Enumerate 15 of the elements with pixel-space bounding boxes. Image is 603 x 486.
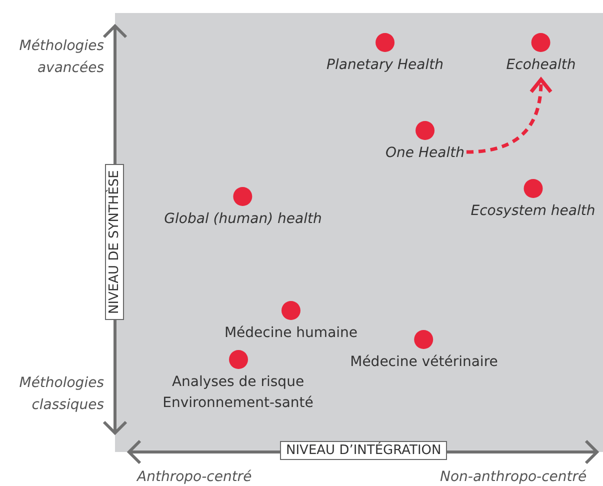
dashed-arrow xyxy=(466,78,552,154)
point-label: Planetary Health xyxy=(326,56,444,75)
point-label: One Health xyxy=(386,144,464,163)
point-label: Ecohealth xyxy=(506,56,576,75)
axis-end-label: Méthologies classiques xyxy=(18,374,104,415)
axis-end-label: Non-anthropo-centré xyxy=(440,468,587,486)
axis-title: NIVEAU DE SYNTHÈSE xyxy=(105,164,124,320)
point-label: Ecosystem health xyxy=(470,202,596,221)
point-label: Médecine vétérinaire xyxy=(350,353,498,372)
point-label: Global (human) health xyxy=(164,210,322,229)
point-label: Médecine humaine xyxy=(224,324,358,343)
axis-title: NIVEAU D’INTÉGRATION xyxy=(280,441,448,460)
point-label: Analyses de risque Environnement-santé xyxy=(162,373,314,413)
axis-end-label: Méthologies avancées xyxy=(18,37,104,78)
axis-end-label: Anthropo-centré xyxy=(137,468,252,486)
